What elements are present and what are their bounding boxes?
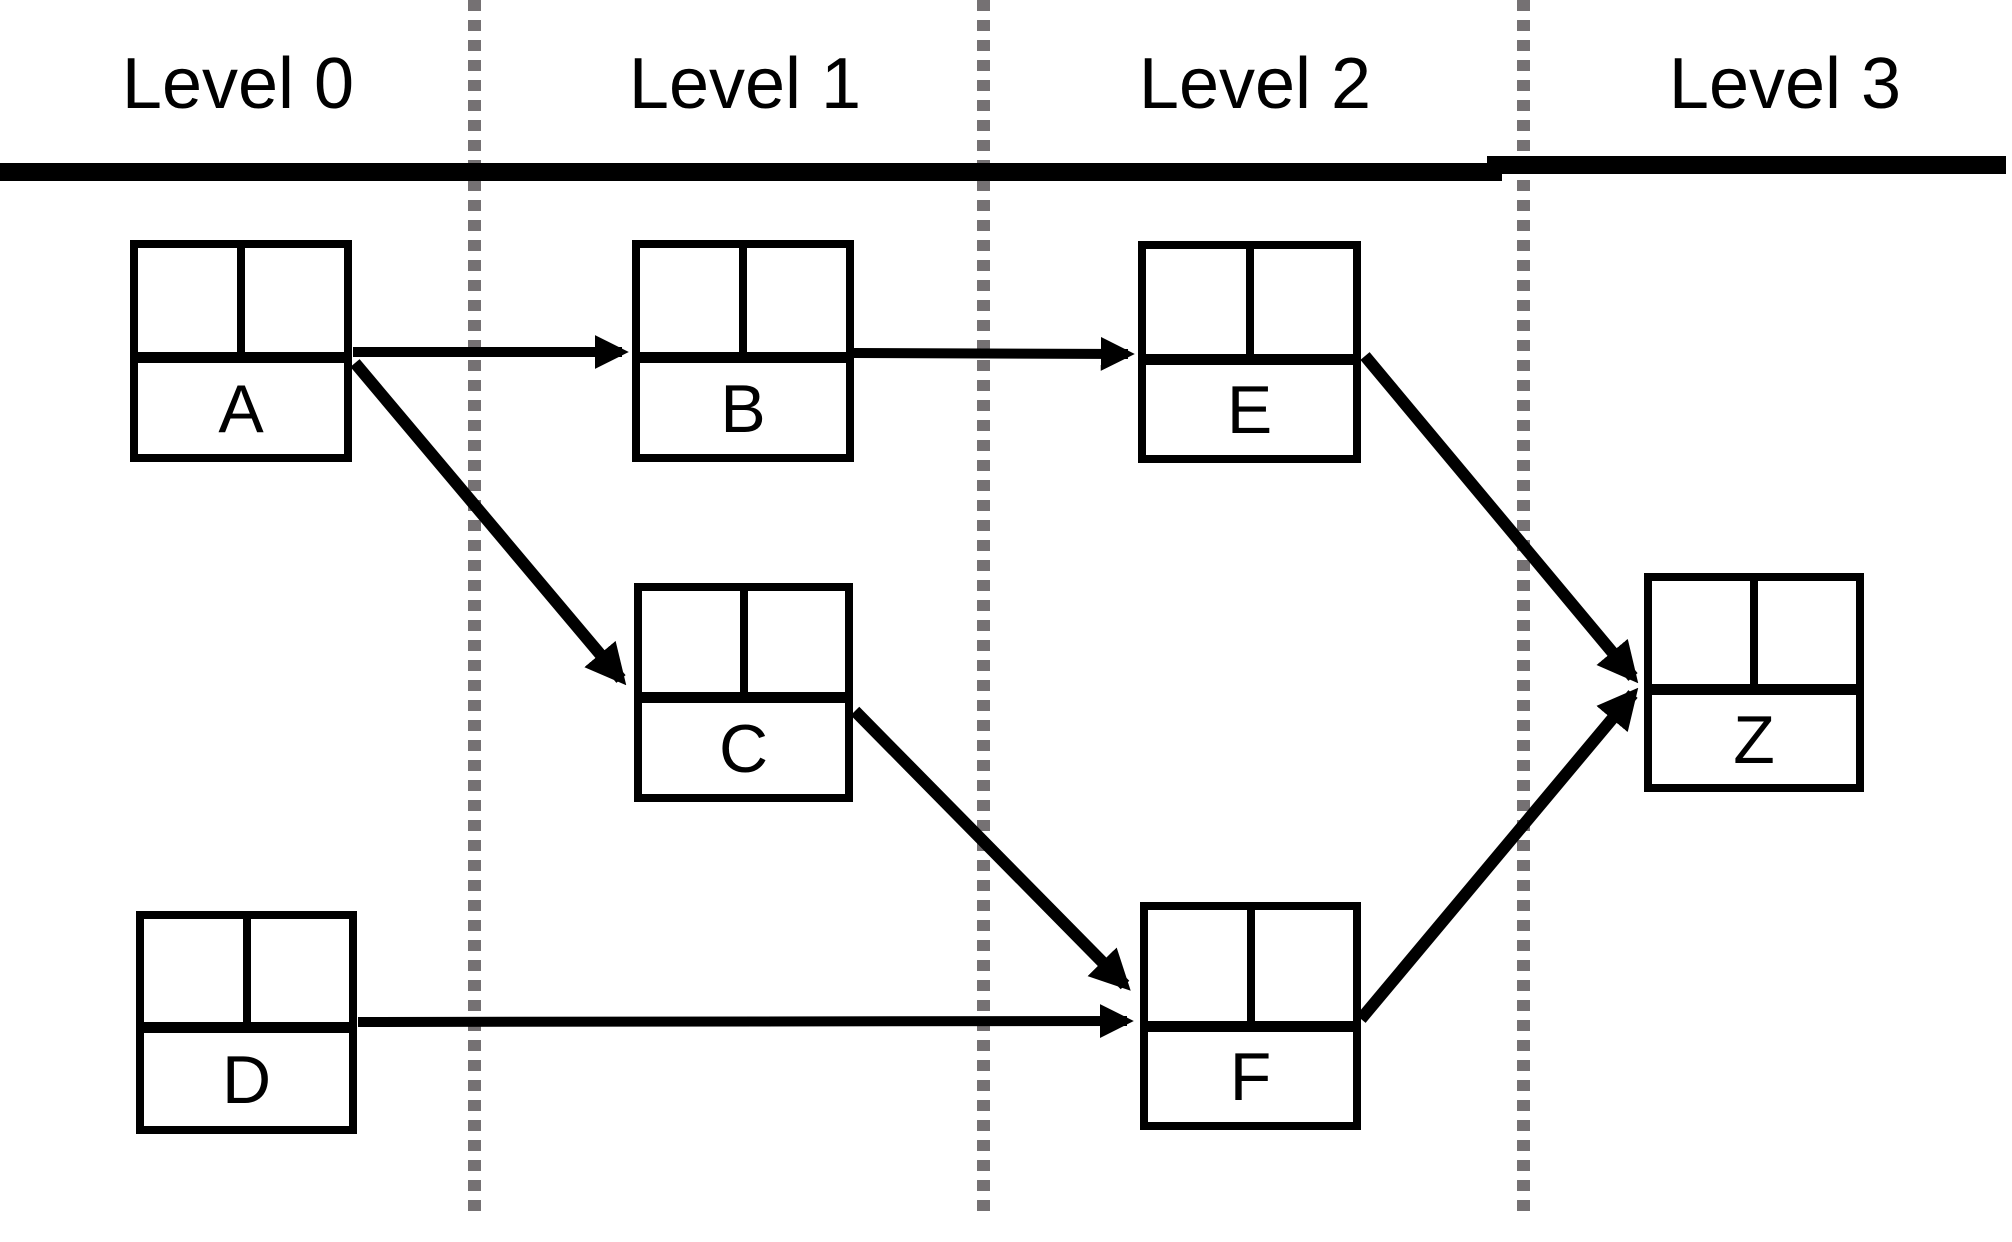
node-d-cell-left	[144, 919, 251, 1022]
header-rule-right	[1487, 156, 2006, 174]
node-f: F	[1140, 902, 1361, 1130]
node-f-label: F	[1229, 1039, 1272, 1115]
node-c: C	[634, 583, 853, 802]
node-e-cell-right	[1254, 249, 1354, 354]
node-e: E	[1138, 241, 1361, 463]
node-a-label: A	[218, 370, 264, 447]
node-c-cell-right	[748, 591, 846, 692]
node-a-cell-left	[138, 248, 245, 352]
edge-a-c-arrow	[350, 359, 627, 686]
node-c-cell-left	[642, 591, 748, 692]
node-d-cell-right	[251, 919, 350, 1022]
level-1-label: Level 1	[628, 44, 862, 124]
header-rule-left	[0, 163, 1502, 181]
node-f-pointer-cells	[1148, 910, 1353, 1032]
node-d-pointer-cells	[144, 919, 349, 1033]
level-divider-2	[977, 0, 990, 1215]
node-a-pointer-cells	[138, 248, 344, 363]
node-b-pointer-cells	[640, 248, 846, 363]
node-f-cell-left	[1148, 910, 1255, 1021]
node-d: D	[136, 911, 357, 1134]
node-z: Z	[1644, 573, 1864, 792]
node-b: B	[632, 240, 854, 462]
node-z-label: Z	[1733, 701, 1775, 778]
node-b-label: B	[720, 370, 766, 447]
edge-e-z-arrow	[1360, 352, 1639, 684]
node-z-cell-right	[1758, 581, 1856, 684]
node-c-label: C	[718, 710, 769, 787]
level-3-label: Level 3	[1668, 44, 1902, 124]
edge-b-e-arrow	[853, 336, 1135, 371]
level-divider-1	[468, 0, 481, 1215]
node-b-cell-left	[640, 248, 747, 352]
node-a-cell-right	[245, 248, 344, 352]
node-d-label: D	[221, 1041, 272, 1118]
node-b-cell-right	[747, 248, 846, 352]
node-e-pointer-cells	[1146, 249, 1353, 365]
node-f-cell-right	[1255, 910, 1354, 1021]
edge-f-z-arrow	[1356, 687, 1639, 1023]
node-z-cell-left	[1652, 581, 1758, 684]
level-2-label: Level 2	[1138, 44, 1372, 124]
node-a: A	[130, 240, 352, 462]
node-z-pointer-cells	[1652, 581, 1856, 695]
node-e-label: E	[1226, 372, 1273, 448]
edge-c-f-arrow	[850, 706, 1131, 991]
node-e-cell-left	[1146, 249, 1254, 354]
level-0-label: Level 0	[121, 44, 355, 124]
level-divider-3	[1517, 0, 1530, 1215]
node-c-pointer-cells	[642, 591, 845, 703]
edge-d-f-arrow	[357, 1004, 1134, 1039]
